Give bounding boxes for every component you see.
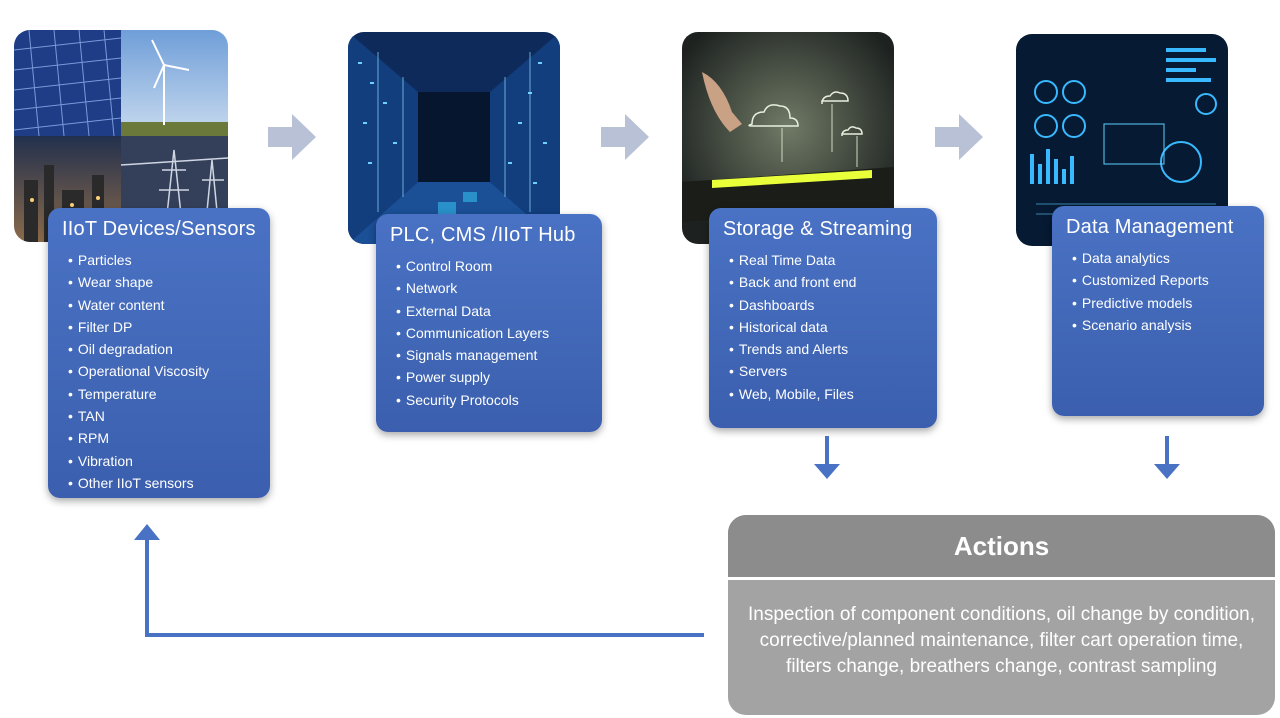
list-item: Servers xyxy=(729,360,925,382)
list-item: Filter DP xyxy=(68,316,258,338)
list-item: Power supply xyxy=(396,366,590,388)
list-item: Network xyxy=(396,277,590,299)
list-item: Oil degradation xyxy=(68,338,258,360)
list-item: Web, Mobile, Files xyxy=(729,383,925,405)
flow-arrow-1-icon xyxy=(268,114,316,160)
list-item: TAN xyxy=(68,405,258,427)
list-item: Trends and Alerts xyxy=(729,338,925,360)
list-item: RPM xyxy=(68,427,258,449)
list-item: Operational Viscosity xyxy=(68,360,258,382)
stage-item-list: Control Room Network External Data Commu… xyxy=(390,255,590,411)
stage-title: PLC, CMS /IIoT Hub xyxy=(390,224,576,246)
list-item: Scenario analysis xyxy=(1072,314,1252,336)
actions-panel: Actions Inspection of component conditio… xyxy=(728,515,1275,715)
flow-arrow-3-icon xyxy=(935,114,983,160)
list-item: Other IIoT sensors xyxy=(68,472,258,494)
list-item: Temperature xyxy=(68,383,258,405)
stage-title: Data Management xyxy=(1066,216,1234,238)
list-item: Security Protocols xyxy=(396,389,590,411)
stage-card-plc-hub: PLC, CMS /IIoT Hub Control Room Network … xyxy=(376,214,602,432)
list-item: Historical data xyxy=(729,316,925,338)
list-item: Real Time Data xyxy=(729,249,925,271)
list-item: Control Room xyxy=(396,255,590,277)
actions-description: Inspection of component conditions, oil … xyxy=(748,604,1255,677)
stage-card-data-management: Data Management Data analytics Customize… xyxy=(1052,206,1264,416)
list-item: Signals management xyxy=(396,344,590,366)
list-item: External Data xyxy=(396,300,590,322)
flow-arrow-2-icon xyxy=(601,114,649,160)
list-item: Customized Reports xyxy=(1072,269,1252,291)
list-item: Vibration xyxy=(68,450,258,472)
stage-item-list: Particles Wear shape Water content Filte… xyxy=(62,249,258,494)
down-arrow-storage-icon xyxy=(814,436,840,479)
actions-title: Actions xyxy=(728,515,1275,580)
list-item: Dashboards xyxy=(729,294,925,316)
list-item: Predictive models xyxy=(1072,292,1252,314)
list-item: Back and front end xyxy=(729,271,925,293)
stage-title: IIoT Devices/Sensors xyxy=(62,218,256,240)
stage-item-list: Real Time Data Back and front end Dashbo… xyxy=(723,249,925,405)
list-item: Water content xyxy=(68,294,258,316)
stage-2-photo xyxy=(348,32,560,244)
list-item: Communication Layers xyxy=(396,322,590,344)
list-item: Data analytics xyxy=(1072,247,1252,269)
stage-card-iiot-devices: IIoT Devices/Sensors Particles Wear shap… xyxy=(48,208,270,498)
down-arrow-data-management-icon xyxy=(1154,436,1180,479)
stage-item-list: Data analytics Customized Reports Predic… xyxy=(1066,247,1252,336)
feedback-loop-arrow-icon xyxy=(134,524,704,637)
stage-card-storage-streaming: Storage & Streaming Real Time Data Back … xyxy=(709,208,937,428)
list-item: Wear shape xyxy=(68,271,258,293)
stage-1-photo xyxy=(14,30,228,242)
stage-title: Storage & Streaming xyxy=(723,218,913,240)
list-item: Particles xyxy=(68,249,258,271)
